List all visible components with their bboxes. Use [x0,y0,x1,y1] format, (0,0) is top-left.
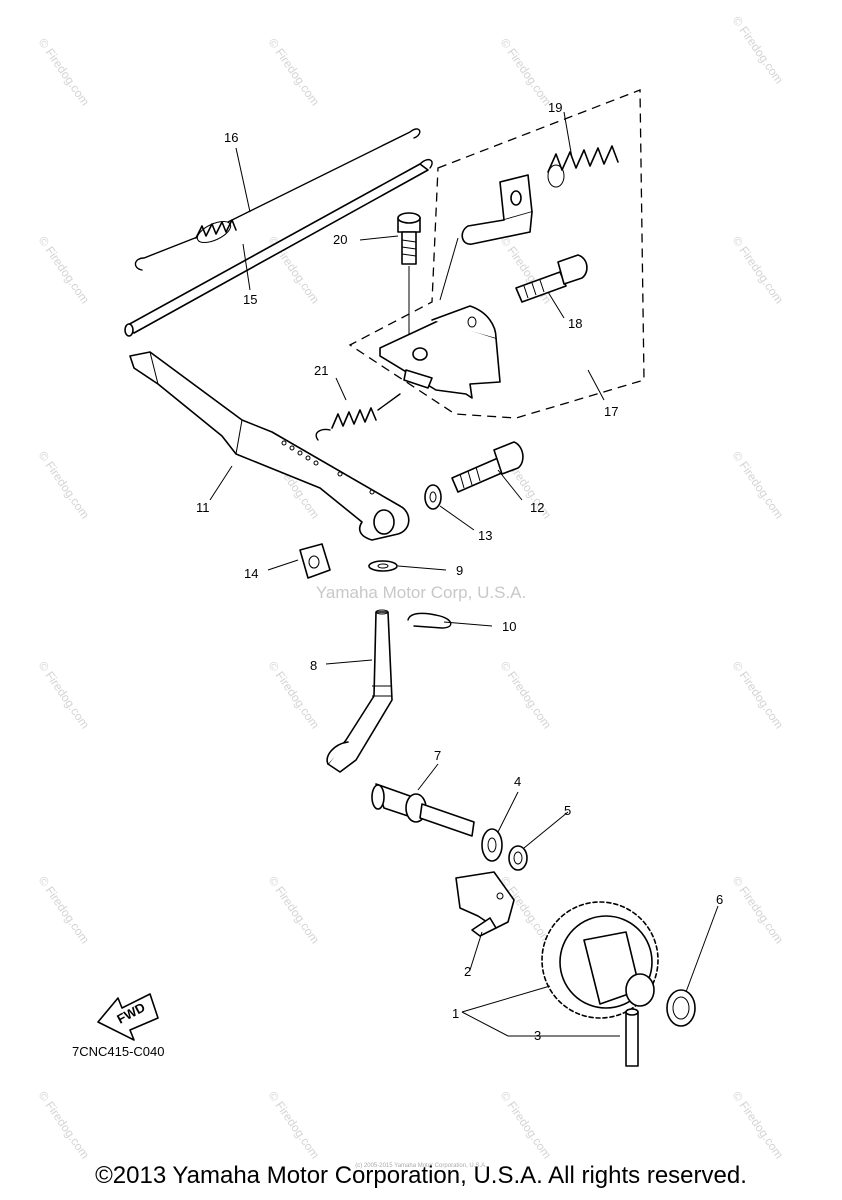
callout-18: 18 [568,316,582,331]
part-16-spring [134,128,421,271]
part-5-bushing [508,845,528,871]
part-6-washer [666,989,696,1027]
callout-12: 12 [530,500,544,515]
callout-10: 10 [502,619,516,634]
callout-11: 11 [196,500,210,515]
callout-8: 8 [310,658,317,673]
callout-5: 5 [564,803,571,818]
part-8-shaft [326,609,393,773]
callout-3: 3 [534,1028,541,1043]
part-20-bolt [397,212,421,265]
part-18-bolt [515,254,588,303]
part-14-nut [299,543,331,579]
part-4-washer [481,828,503,862]
watermark-text: © Firedog.com [36,449,93,522]
callout-2: 2 [464,964,471,979]
watermark-text: © Firedog.com [266,874,323,947]
part-21-spring [315,393,401,441]
callout-21: 21 [314,363,328,378]
watermark-text: © Firedog.com [730,14,787,87]
callout-14: 14 [244,566,258,581]
watermark-text: © Firedog.com [36,874,93,947]
callouts: 16 15 20 19 18 17 21 11 12 13 14 9 10 8 … [196,100,723,1043]
callout-13: 13 [478,528,492,543]
fwd-arrow-icon: FWD [97,993,159,1041]
watermark-text: © Firedog.com [498,659,555,732]
bracket-assembly-boundary [348,89,645,419]
part-10-clip [407,612,452,629]
watermark-text: © Firedog.com [730,1089,787,1162]
callout-17: 17 [604,404,618,419]
callout-20: 20 [333,232,347,247]
part-15-rod [124,158,433,337]
watermark-text: © Firedog.com [266,1089,323,1162]
watermark-text: © Firedog.com [36,659,93,732]
part-11-lever [129,351,410,541]
watermark-text: © Firedog.com [36,234,93,307]
part-1-gear [541,901,659,1019]
part-3-pin [625,1008,639,1067]
watermark-text: © Firedog.com [266,36,323,109]
part-19-spring [547,145,619,188]
part-17-bracket [379,305,501,399]
watermark-text: © Firedog.com [730,874,787,947]
center-watermark: Yamaha Motor Corp, U.S.A. [315,583,527,602]
watermark-text: © Firedog.com [36,1089,93,1162]
watermark-text: © Firedog.com [730,659,787,732]
callout-19: 19 [548,100,562,115]
leader-lines [209,111,719,1037]
callout-6: 6 [716,892,723,907]
diagram-code: 7CNC415-C040 [72,1044,165,1059]
part-7-pin [371,783,475,837]
watermark-text: © Firedog.com [36,36,93,109]
callout-9: 9 [456,563,463,578]
watermark-text: © Firedog.com [730,234,787,307]
part-17-clip [439,174,533,301]
watermark-text: © Firedog.com [498,1089,555,1162]
callout-7: 7 [434,748,441,763]
part-2-lever-plate [455,871,515,937]
fine-print: (c) 2005-2015 Yamaha Motor Corporation, … [355,1163,487,1169]
callout-16: 16 [224,130,238,145]
part-12-bolt [451,441,524,493]
watermark-text: © Firedog.com [498,36,555,109]
part-13-washer [424,484,442,510]
callout-1: 1 [452,1006,459,1021]
callout-4: 4 [514,774,521,789]
copyright-notice: ©2013 Yamaha Motor Corporation, U.S.A. A… [95,1162,747,1189]
callout-15: 15 [243,292,257,307]
watermark-text: © Firedog.com [730,449,787,522]
part-9-washer [368,560,398,572]
